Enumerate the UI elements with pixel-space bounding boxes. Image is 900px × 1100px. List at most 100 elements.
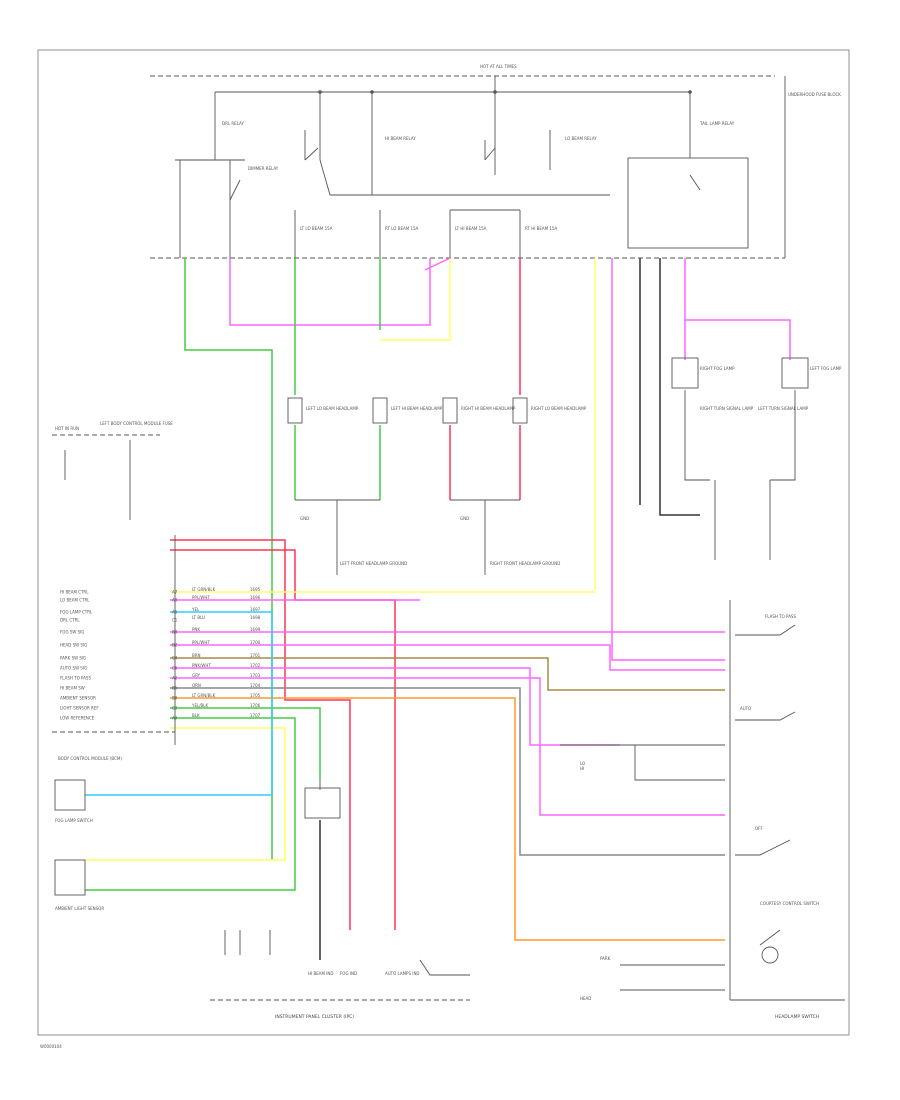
bcm-pin-name: HEAD SW SIG <box>60 643 87 648</box>
bcm-circuit-number: 1701 <box>250 653 261 658</box>
gnd-label-left: GND <box>300 516 309 521</box>
hot-at-all-times-label: HOT AT ALL TIMES <box>480 64 517 69</box>
underhood-fuse-block: HOT AT ALL TIMES UNDERHOOD FUSE BLOCK DR… <box>150 64 841 259</box>
bcm-circuit-number: 1705 <box>250 693 261 698</box>
fuse-block-label: UNDERHOOD FUSE BLOCK <box>788 92 841 97</box>
left-hi-headlamp: LEFT HI BEAM HEADLAMP <box>391 406 443 411</box>
bcm-pin-name: FOG SW SIG <box>60 630 84 635</box>
courtesy-switch: COURTESY CONTROL SWITCH <box>760 901 819 906</box>
hot-in-run: HOT IN RUN <box>55 426 79 431</box>
headlamp-switch: HEADLAMP SWITCH FLASH TO PASS AUTO OFF C… <box>560 600 845 1020</box>
bcm-wires: BODY CONTROL MODULE (BCM) <box>52 535 725 941</box>
left-fog: LEFT FOG LAMP <box>810 366 842 371</box>
fuse-lt-lo: LT LO BEAM 15A <box>300 226 333 231</box>
bcm-circuit-number: 1699 <box>250 627 261 632</box>
bcm-circuit-number: 1704 <box>250 683 261 688</box>
bcm-pin-name: AMBIENT SENSOR <box>60 696 96 701</box>
off-label: OFF <box>755 826 763 831</box>
flash-to-pass-label: FLASH TO PASS <box>765 614 796 619</box>
bcm-pin-number: B5 <box>172 686 178 691</box>
gnd-label-right: GND <box>460 516 469 521</box>
bcm-pin-name: HI BEAM SW <box>60 686 85 691</box>
bcm-circuit-number: 1698 <box>250 615 261 620</box>
bcm-pin-number: A3 <box>172 598 178 603</box>
bcm-circuit-number: 1697 <box>250 607 261 612</box>
bcm-circuit-number: 1702 <box>250 663 261 668</box>
right-hi-headlamp: RIGHT HI BEAM HEADLAMP <box>461 406 516 411</box>
bcm-wire-color: BRN <box>192 653 201 658</box>
hi-beam-indicator: HI BEAM IND <box>308 971 333 976</box>
bcm-circuit-number: 1696 <box>250 595 261 600</box>
bcm-wire-color: ORN <box>192 683 201 688</box>
left-lo-headlamp: LEFT LO BEAM HEADLAMP <box>306 406 359 411</box>
bcm-pin-number: C4 <box>172 656 178 661</box>
bcm-pin-name: DRL CTRL <box>60 618 80 623</box>
hi-beam-relay-label: HI BEAM RELAY <box>385 136 416 141</box>
fuse-lt-hi: LT HI BEAM 15A <box>455 226 487 231</box>
body-fuse: LEFT BODY CONTROL MODULE FUSE <box>100 421 173 426</box>
bcm-wire-color: LT GRN/BLK <box>192 587 216 592</box>
hi-label: HI <box>580 766 584 771</box>
bcm-circuit-number: 1706 <box>250 703 261 708</box>
instrument-cluster: INSTRUMENT PANEL CLUSTER (IPC) HI BEAM I… <box>210 780 470 1020</box>
instrument-cluster-label: INSTRUMENT PANEL CLUSTER (IPC) <box>275 1014 354 1020</box>
bcm-pin-name: AUTO SW SIG <box>60 666 87 671</box>
bcm-pin-name: HI BEAM CTRL <box>60 590 89 595</box>
bcm-label: BODY CONTROL MODULE (BCM) <box>58 756 122 761</box>
bcm-pin-number: B2 <box>172 643 178 648</box>
auto-label: AUTO <box>740 706 751 711</box>
fuse-rt-lo: RT LO BEAM 15A <box>385 226 419 231</box>
bcm-pin-name: FLASH TO PASS <box>60 676 91 681</box>
lo-label: LO <box>580 761 585 766</box>
bcm-pin-number: C6 <box>172 666 178 671</box>
right-fog: RIGHT FOG LAMP <box>700 366 735 371</box>
bcm-wire-color: BLK <box>192 713 200 718</box>
bcm-circuit-number: 1700 <box>250 640 261 645</box>
headlamp-switch-label: HEADLAMP SWITCH <box>775 1014 819 1020</box>
dimmer-relay-label: DIMMER RELAY <box>248 166 279 171</box>
bcm-pin-number: A5 <box>172 610 178 615</box>
right-turn-sig: RIGHT TURN SIGNAL LAMP <box>700 406 754 411</box>
lo-beam-relay-label: LO BEAM RELAY <box>565 136 597 141</box>
fog-indicator: FOG IND <box>340 971 357 976</box>
bcm-pin-number: B8 <box>172 630 178 635</box>
ambient-light-sensor: AMBIENT LIGHT SENSOR <box>55 906 104 911</box>
auto-lamps-indicator: AUTO LAMPS IND <box>385 971 420 976</box>
bcm-pin-number: A9 <box>172 716 178 721</box>
bcm-pin-name: LIGHT SENSOR REF <box>60 706 99 711</box>
bcm-pin-name: LOW REFERENCE <box>60 716 95 721</box>
diagram-frame <box>37 49 850 1036</box>
left-side-components: HOT IN RUN LEFT BODY CONTROL MODULE FUSE… <box>52 421 173 911</box>
bcm-wire-color: YEL <box>191 607 200 612</box>
bcm-pin-number: A2 <box>172 676 178 681</box>
bcm-pin-name: LO BEAM CTRL <box>60 598 90 603</box>
fog-lamp-switch: FOG LAMP SWITCH <box>55 818 93 823</box>
fuse-rt-hi: RT HI BEAM 15A <box>525 226 557 231</box>
bcm-pin-number: B9 <box>172 696 178 701</box>
tail-lamp-relay-label: TAIL LAMP RELAY <box>699 121 735 126</box>
bcm-wire-color: PPL/WHT <box>192 595 210 600</box>
bcm-wire-color: LT GRN/BLK <box>192 693 216 698</box>
left-front-ground: LEFT FRONT HEADLAMP GROUND <box>340 561 407 566</box>
bcm-wire-color: YEL/BLK <box>191 703 209 708</box>
bcm-wire-color: GRY <box>192 673 201 678</box>
bcm-circuit-number: 1703 <box>250 673 261 678</box>
right-lo-headlamp: RIGHT LO BEAM HEADLAMP <box>531 406 587 411</box>
bcm-wire-color: LT BLU <box>192 615 205 620</box>
bcm-pin-number: C1 <box>172 618 178 623</box>
drl-relay-label: DRL RELAY <box>222 121 244 126</box>
right-front-ground: RIGHT FRONT HEADLAMP GROUND <box>490 561 560 566</box>
bcm-wire-color: PPL/WHT <box>192 640 210 645</box>
bcm-pin-number: C3 <box>172 706 178 711</box>
park-label: PARK <box>600 956 611 961</box>
bcm-pin-name: PARK SW SIG <box>60 656 86 661</box>
bcm-circuit-number: 1707 <box>250 713 261 718</box>
left-turn-sig: LEFT TURN SIGNAL LAMP <box>758 406 809 411</box>
head-label: HEAD <box>580 996 591 1001</box>
headlamp-wires: LEFT LO BEAM HEADLAMP LEFT HI BEAM HEADL… <box>184 257 842 860</box>
bcm-pin-name: FOG LAMP CTRL <box>60 610 93 615</box>
bcm-wire-color: PNK/WHT <box>192 663 211 668</box>
bcm-circuit-number: 1695 <box>250 587 261 592</box>
